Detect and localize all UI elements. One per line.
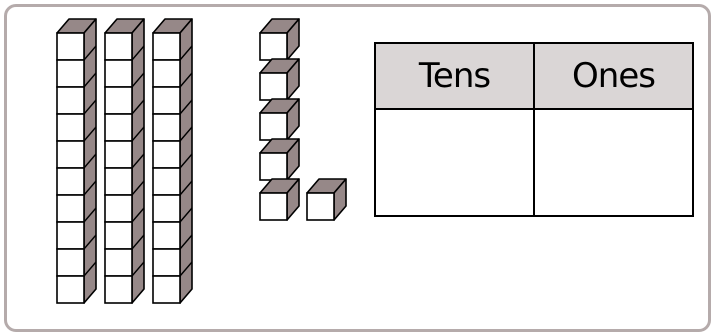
ones-answer-cell[interactable] [534, 109, 693, 216]
rod-unit-cube [105, 195, 132, 222]
place-value-chart: Tens Ones [374, 42, 694, 217]
rod-unit-cube [153, 60, 180, 87]
rod-unit-cube [105, 249, 132, 276]
ones-cube [260, 139, 299, 180]
rod-unit-cube [57, 114, 84, 141]
rod-unit-cube [153, 222, 180, 249]
tens-rod [57, 19, 96, 303]
ones-cube [260, 59, 299, 100]
tens-rod [105, 19, 144, 303]
rod-unit-cube [105, 276, 132, 303]
tens-rod [153, 19, 192, 303]
rod-unit-cube [105, 222, 132, 249]
rod-unit-cube [105, 114, 132, 141]
ones-cube [260, 19, 299, 60]
cube-front-face [260, 153, 287, 180]
cube-front-face [307, 193, 334, 220]
rod-unit-cube [57, 168, 84, 195]
rod-unit-cube [153, 195, 180, 222]
rod-unit-cube [153, 276, 180, 303]
cube-front-face [260, 33, 287, 60]
rod-unit-cube [57, 33, 84, 60]
ones-header: Ones [534, 43, 693, 109]
rod-unit-cube [57, 60, 84, 87]
rod-unit-cube [153, 87, 180, 114]
place-value-header-row: Tens Ones [375, 43, 693, 109]
tens-answer-cell[interactable] [375, 109, 534, 216]
rod-unit-cube [57, 276, 84, 303]
rod-unit-cube [57, 195, 84, 222]
cube-front-face [260, 113, 287, 140]
rod-unit-cube [105, 33, 132, 60]
rod-unit-cube [153, 141, 180, 168]
rod-unit-cube [105, 168, 132, 195]
place-value-answer-row [375, 109, 693, 216]
rod-unit-cube [57, 87, 84, 114]
rod-unit-cube [153, 249, 180, 276]
ones-cube [260, 99, 299, 140]
rod-unit-cube [57, 141, 84, 168]
rod-unit-cube [57, 222, 84, 249]
rod-unit-cube [153, 33, 180, 60]
ones-cube [260, 179, 299, 220]
rod-unit-cube [153, 168, 180, 195]
rod-unit-cube [57, 249, 84, 276]
rod-unit-cube [105, 141, 132, 168]
rod-unit-cube [153, 114, 180, 141]
ones-cube [307, 179, 346, 220]
cube-front-face [260, 73, 287, 100]
tens-header: Tens [375, 43, 534, 109]
rod-unit-cube [105, 87, 132, 114]
rod-unit-cube [105, 60, 132, 87]
cube-front-face [260, 193, 287, 220]
